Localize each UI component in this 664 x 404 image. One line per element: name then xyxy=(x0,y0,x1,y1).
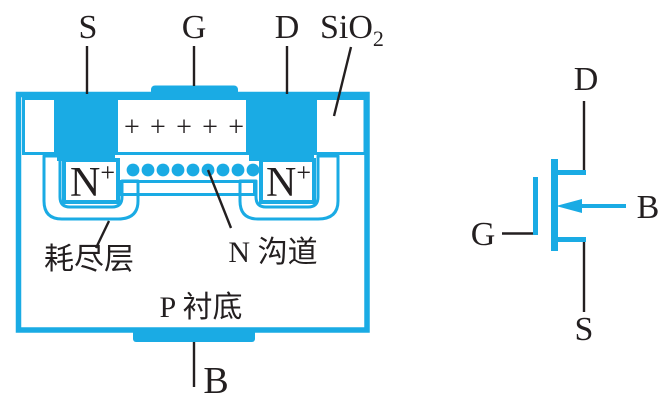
label-substrate: P 衬底 xyxy=(159,291,242,324)
electron-dot xyxy=(171,163,185,177)
label-gate: G xyxy=(182,9,207,46)
oxide-section-right xyxy=(314,97,367,155)
source-contact xyxy=(57,92,115,161)
n-channel-electrons xyxy=(126,163,260,177)
symbol-body-arrow-icon xyxy=(556,199,582,213)
label-drain: D xyxy=(275,9,300,46)
label-body: B xyxy=(203,360,228,402)
gate-electrode xyxy=(151,85,238,98)
gate-charges-text: + + + + + xyxy=(124,112,244,143)
symbol-label-body: B xyxy=(637,189,660,226)
n-plus-region-left xyxy=(62,158,120,204)
symbol-label-source: S xyxy=(575,311,594,348)
depletion-layer-under-channel xyxy=(120,180,256,196)
oxide-section-left xyxy=(22,97,57,155)
drain-contact xyxy=(249,92,314,161)
label-oxide: SiO2 xyxy=(320,9,384,51)
electron-dot xyxy=(216,163,230,177)
electron-dot xyxy=(141,163,155,177)
electron-dot xyxy=(126,163,140,177)
electron-dot xyxy=(186,163,200,177)
label-source: S xyxy=(79,9,98,46)
cross-section: + + + + + N+ N+ S G D SiO2 耗尽层 N 沟道 P 衬底… xyxy=(15,9,384,402)
n-plus-label-right: N+ xyxy=(266,158,311,206)
leader-channel xyxy=(206,169,233,229)
oxide-section-gate xyxy=(115,97,249,155)
leader-depletion xyxy=(94,220,111,249)
n-plus-region-right xyxy=(259,158,316,204)
symbol-label-drain: D xyxy=(574,61,599,98)
electron-dot xyxy=(156,163,170,177)
depletion-layer-right xyxy=(238,154,340,221)
symbol-label-gate: G xyxy=(471,216,496,253)
label-depletion: 耗尽层 xyxy=(44,243,134,276)
body-contact-bar xyxy=(133,329,255,342)
electron-dot xyxy=(246,163,260,177)
label-channel: N 沟道 xyxy=(228,236,317,269)
electron-dot xyxy=(231,163,245,177)
leader-oxide xyxy=(332,46,353,117)
n-plus-label-left: N+ xyxy=(70,158,115,206)
circuit-symbol: D B G S xyxy=(471,61,660,348)
